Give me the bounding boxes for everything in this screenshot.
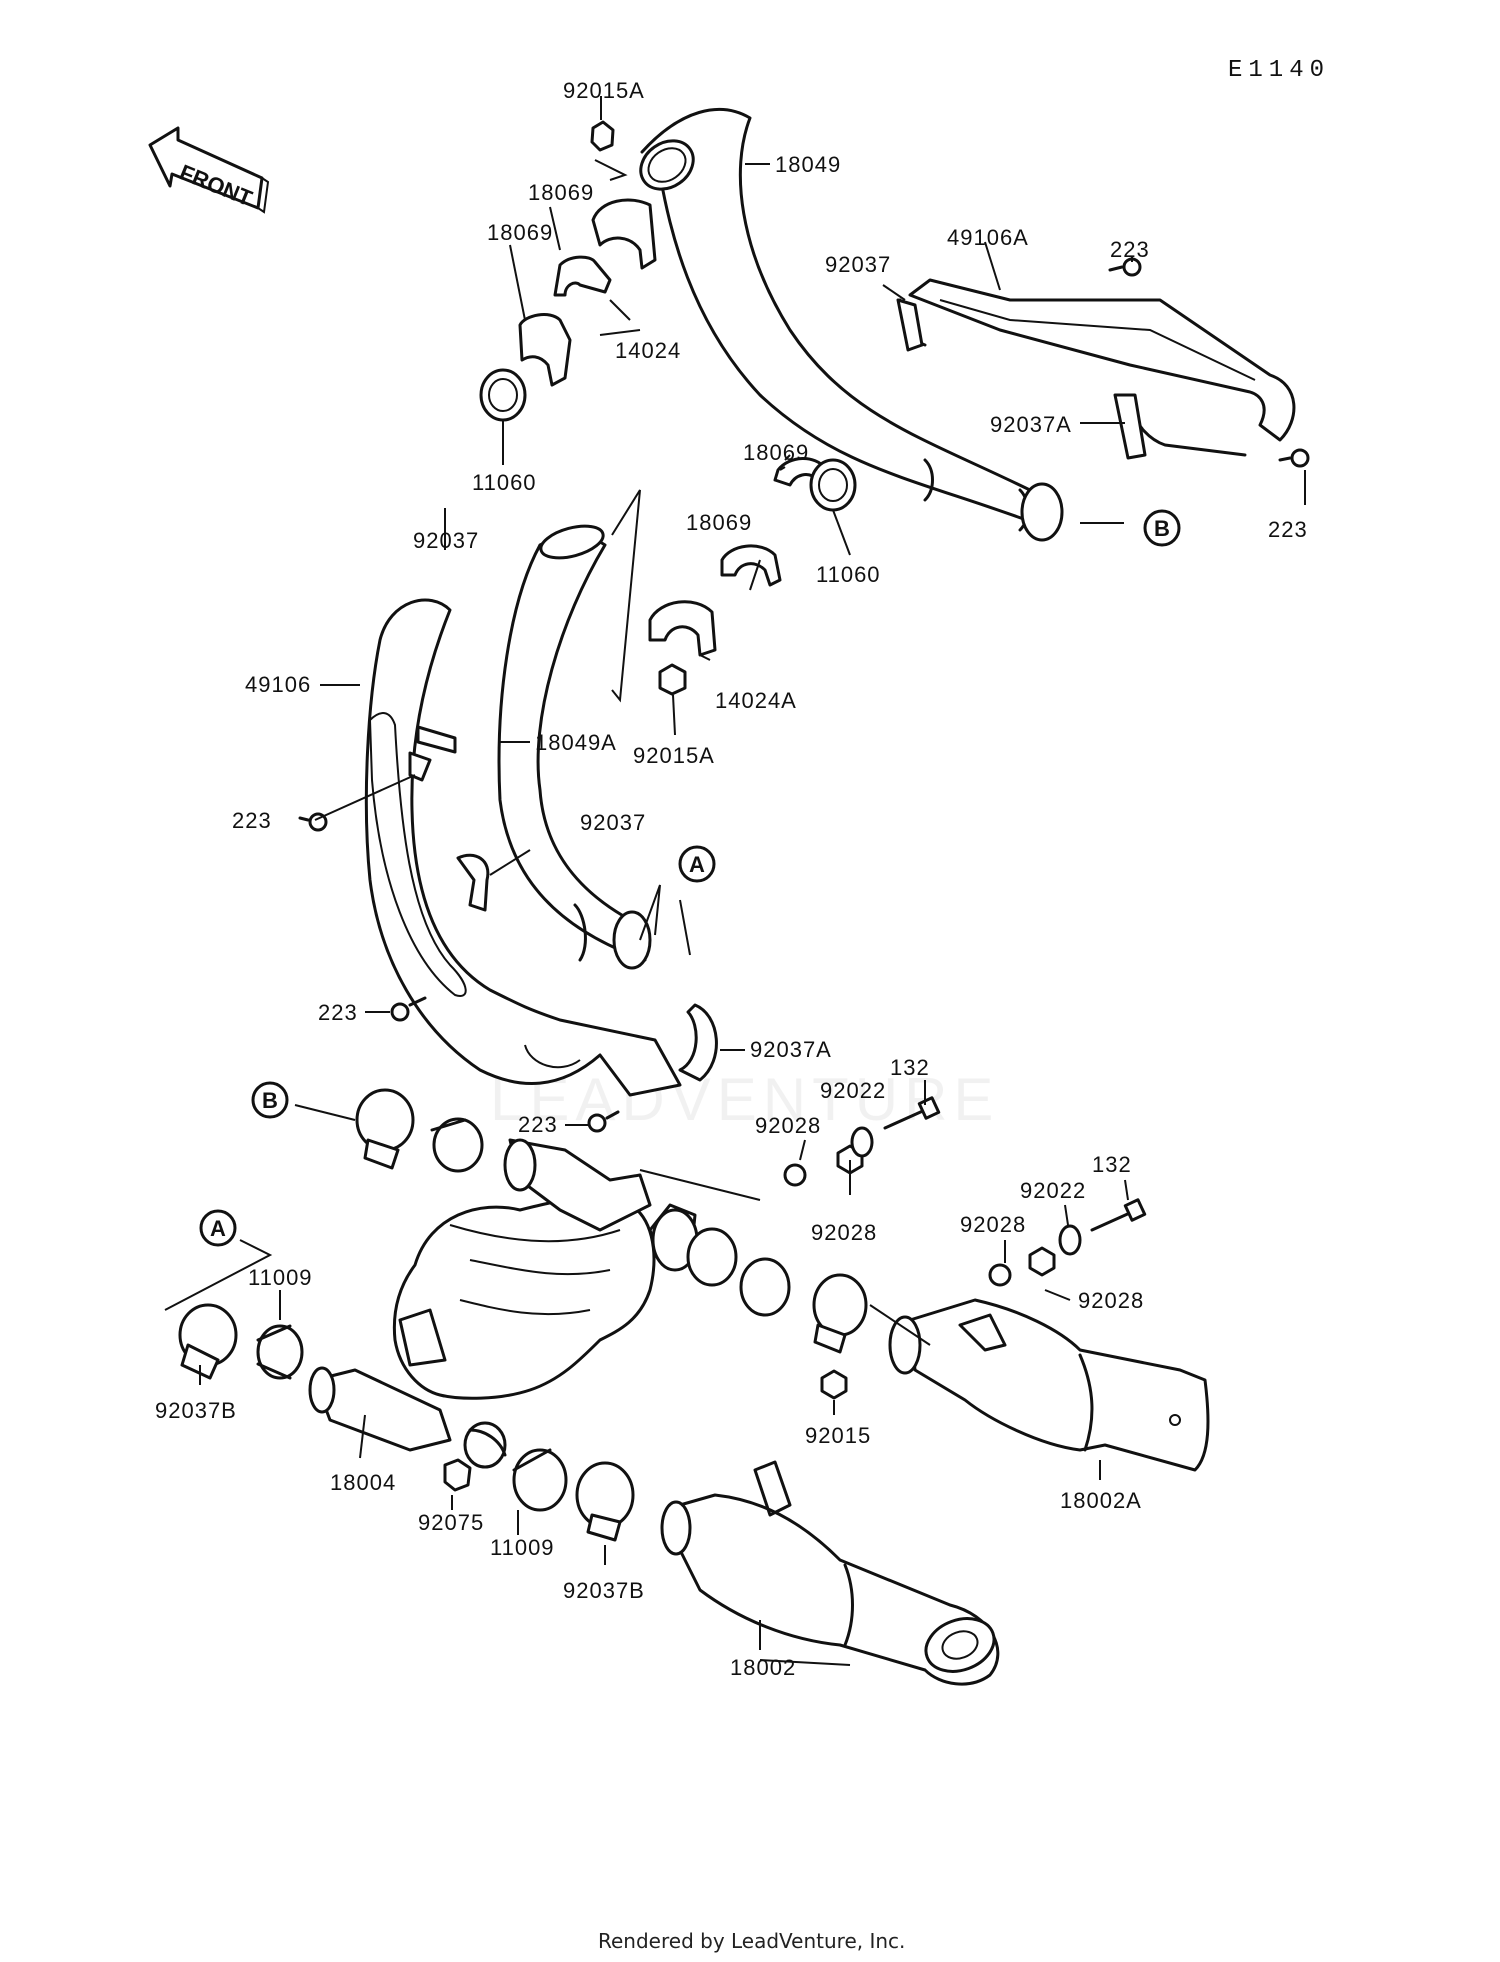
ref-b-top: B: [1143, 509, 1181, 547]
svg-text:B: B: [262, 1088, 278, 1113]
nut-92015: [820, 1369, 848, 1400]
label-14024a: 14024A: [715, 688, 797, 713]
label-49106a: 49106A: [947, 225, 1029, 250]
label-92028-b: 92028: [811, 1220, 877, 1245]
label-92075: 92075: [418, 1510, 484, 1535]
label-223-left: 223: [232, 808, 272, 833]
nut-92015a-top: [590, 120, 615, 152]
part-labels: 92015A 18049 18069 18069 14024 11060 491…: [155, 78, 1308, 1680]
label-92015a-top: 92015A: [563, 78, 645, 103]
svg-text:A: A: [210, 1216, 226, 1241]
label-92028-c: 92028: [960, 1212, 1026, 1237]
label-132-a: 132: [890, 1055, 930, 1080]
bolt-223-low: [390, 996, 427, 1022]
muffler-18002a: [888, 1298, 1210, 1472]
label-92015a-middle: 92015A: [633, 743, 715, 768]
label-92037b-bottom: 92037B: [563, 1578, 645, 1603]
exhaust-chamber-18004: [308, 1138, 699, 1469]
svg-text:A: A: [689, 852, 705, 877]
bolt-223-center: [587, 1110, 620, 1133]
label-92037a-top: 92037A: [990, 412, 1072, 437]
ref-b-left: B: [251, 1081, 289, 1119]
label-92022-a: 92022: [820, 1078, 886, 1103]
washer-92028-c: [988, 1263, 1012, 1287]
nut-92075: [443, 1458, 472, 1492]
sleeve-upper: [430, 1117, 484, 1173]
label-18069-d: 18069: [686, 510, 752, 535]
washer-92022-a: [850, 1126, 874, 1158]
label-92028-d: 92028: [1078, 1288, 1144, 1313]
label-92022-b: 92022: [1020, 1178, 1086, 1203]
exhaust-pipe-18049: [639, 107, 1064, 542]
label-92037b-left: 92037B: [155, 1398, 237, 1423]
sleeve-right-b: [739, 1257, 791, 1317]
label-18049a: 18049A: [535, 730, 617, 755]
label-223-center: 223: [518, 1112, 558, 1137]
label-14024: 14024: [615, 338, 681, 363]
front-arrow-icon: FRONT: [148, 126, 270, 214]
bracket-92037-top: [896, 298, 924, 352]
label-18069-a: 18069: [528, 180, 594, 205]
heat-shield-49106: [364, 598, 682, 1097]
bracket-92037a-low: [678, 1003, 718, 1082]
label-18004: 18004: [330, 1470, 396, 1495]
label-223-low: 223: [318, 1000, 358, 1025]
ref-a-mid: A: [678, 845, 716, 883]
diagram-code: E1140: [1228, 57, 1330, 84]
clamp-group-middle: [648, 457, 837, 657]
muffler-18002: [660, 1460, 1000, 1686]
label-92037-top: 92037: [825, 252, 891, 277]
svg-text:B: B: [1154, 516, 1170, 541]
gasket-11060-right: [809, 458, 857, 512]
label-92037-low: 92037: [580, 810, 646, 835]
label-92037-middle: 92037: [413, 528, 479, 553]
nut-92015a-middle: [658, 663, 687, 696]
label-18049: 18049: [775, 152, 841, 177]
sleeve-11009-left: [256, 1324, 304, 1380]
bolt-223-right: [1278, 448, 1310, 468]
label-92028-a: 92028: [755, 1113, 821, 1138]
label-132-b: 132: [1092, 1152, 1132, 1177]
label-223-top: 223: [1110, 237, 1150, 262]
sleeve-right-a: [686, 1227, 738, 1287]
gasket-11060-left: [479, 368, 527, 422]
washer-92022-b: [1058, 1224, 1082, 1256]
label-11009-bottom: 11009: [490, 1535, 555, 1560]
label-92037a-low: 92037A: [750, 1037, 832, 1062]
watermark: LEADVENTURE: [490, 1066, 999, 1133]
label-11060-right: 11060: [816, 562, 881, 587]
heat-shield-49106a: [898, 278, 1296, 457]
exhaust-pipe-18049a: [497, 489, 652, 970]
label-18002a: 18002A: [1060, 1488, 1142, 1513]
clamp-92037b-bottom: [575, 1461, 635, 1542]
washer-92028-a: [783, 1163, 807, 1187]
bolt-223-left: [298, 812, 328, 832]
nut-92028-d: [1028, 1246, 1056, 1277]
leader-lines: [164, 96, 1306, 1666]
label-11009-left: 11009: [248, 1265, 313, 1290]
label-18069-c: 18069: [743, 440, 809, 465]
sleeve-11009-bottom: [512, 1448, 568, 1512]
clamp-right: [812, 1273, 868, 1354]
label-92015: 92015: [805, 1423, 871, 1448]
label-11060-left: 11060: [472, 470, 537, 495]
label-18069-b: 18069: [487, 220, 553, 245]
label-223-right: 223: [1268, 517, 1308, 542]
label-18002: 18002: [730, 1655, 796, 1680]
bolt-132-b: [1090, 1198, 1147, 1232]
bracket-92037-low: [456, 853, 490, 912]
clamp-group-top: [518, 198, 657, 387]
bracket-92037-left: [408, 725, 457, 782]
ref-a-left: A: [199, 1209, 237, 1247]
clamp-b-upper: [355, 1088, 415, 1170]
label-49106: 49106: [245, 672, 311, 697]
clamp-92037b-left: [178, 1303, 238, 1380]
bracket-92037a-top: [1113, 393, 1147, 460]
footer-credit: Rendered by LeadVenture, Inc.: [598, 1929, 905, 1953]
